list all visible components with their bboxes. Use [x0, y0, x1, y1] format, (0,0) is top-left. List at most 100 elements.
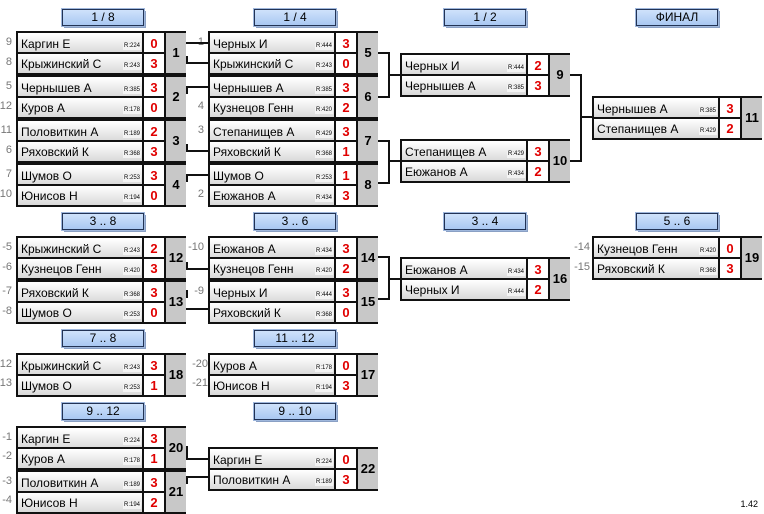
seed-label: -15	[574, 261, 590, 273]
player-score: 3	[144, 142, 164, 161]
player-rating: R:434	[506, 269, 525, 276]
seed-label: -3	[2, 475, 12, 487]
player-rating: R:178	[314, 365, 333, 372]
player-rating: R:420	[122, 268, 141, 275]
player-rating: R:194	[122, 195, 141, 202]
player-score: 3	[528, 260, 548, 279]
player-name: Каргин Е	[21, 37, 71, 51]
match-number: 7	[356, 121, 378, 161]
seed-label: 9	[5, 36, 12, 48]
player-name: Еюжанов А	[213, 242, 276, 256]
player-rating: R:434	[314, 195, 333, 202]
player-name: Черных И	[213, 37, 268, 51]
player-score: 3	[144, 473, 164, 492]
match-number: 10	[548, 141, 570, 181]
player-row[interactable]: Юнисов Н R:194	[18, 186, 142, 205]
match-number: 2	[164, 77, 186, 117]
player-rating: R:194	[314, 385, 333, 392]
match-number: 9	[548, 55, 570, 95]
player-score: 3	[336, 186, 356, 205]
player-name: Каргин Е	[21, 432, 71, 446]
player-name: Черных И	[213, 286, 268, 300]
player-name: Степанищев А	[405, 145, 487, 159]
player-score: 0	[336, 303, 356, 322]
player-score: 0	[336, 450, 356, 469]
seed-label: -10	[188, 241, 204, 253]
player-name: Юнисов Н	[21, 189, 78, 203]
seed-label: 11	[0, 124, 12, 136]
player-name: Кузнецов Генн	[597, 242, 678, 256]
player-name: Кузнецов Генн	[21, 262, 102, 276]
player-name: Шумов О	[21, 306, 72, 320]
player-name: Ряховский К	[597, 262, 665, 276]
player-name: Еюжанов А	[405, 165, 468, 179]
player-name: Крыжинский С	[21, 242, 102, 256]
player-score: 1	[336, 142, 356, 161]
player-score: 3	[144, 356, 164, 375]
header-7-8: 7 .. 8	[62, 330, 144, 347]
player-rating: R:444	[506, 65, 525, 72]
player-name: Половиткин А	[21, 125, 99, 139]
player-score: 2	[528, 162, 548, 181]
player-rating: R:178	[122, 458, 141, 465]
player-rating: R:368	[122, 292, 141, 299]
match-number: 6	[356, 77, 378, 117]
player-name: Чернышев А	[597, 102, 668, 116]
header-1-4: 1 / 4	[254, 9, 336, 26]
player-name: Юнисов Н	[21, 496, 78, 510]
match-number: 5	[356, 33, 378, 73]
header-9-12: 9 .. 12	[62, 403, 144, 420]
header-3-8: 3 .. 8	[62, 213, 144, 230]
player-row[interactable]: Кузнецов Генн R:420	[18, 259, 142, 278]
player-score: 3	[144, 54, 164, 73]
